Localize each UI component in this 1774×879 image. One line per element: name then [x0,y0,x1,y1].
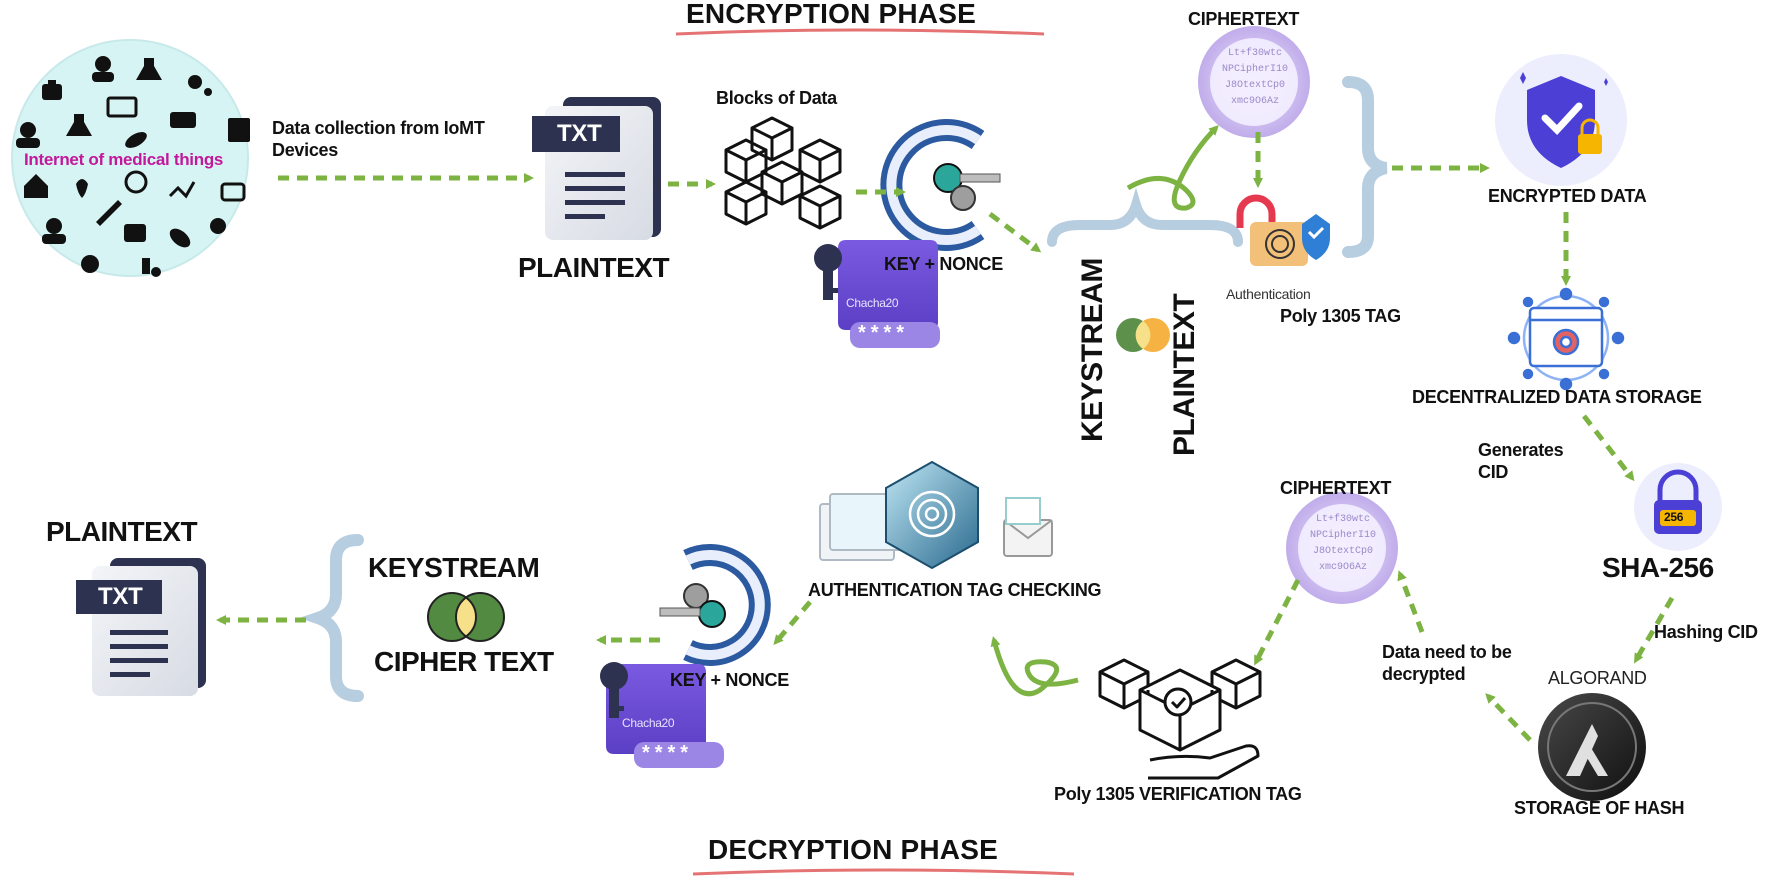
plaintext-label-decrypt: PLAINTEXT [46,516,198,547]
iomt-device-cluster [11,39,250,277]
cipher-lines-encrypt: Lt+f30wtc NPCipherI10 J8OtextCp0 xmc9O6A… [1214,46,1296,110]
stars-encrypt: * * * * [858,322,904,344]
encrypted-data-shield-icon [1495,54,1627,186]
stars-decrypt: * * * * [642,742,688,764]
ciphertext-label-encrypt: CIPHERTEXT [1188,9,1300,29]
decentralized-storage-icon [1507,287,1625,391]
key-nonce-label-encrypt: KEY + NONCE [884,254,1003,274]
encryption-keystream-brace [1047,187,1243,247]
need-decrypt-line2: decrypted [1382,664,1466,684]
algorand-coin-icon [1538,693,1646,801]
curl-arrow-to-ciphertext [1126,125,1219,211]
verification-tag-label: Poly 1305 VERIFICATION TAG [1054,784,1302,804]
arrow-ciphertext-to-verification [1253,578,1301,666]
collection-label-line2: Devices [272,140,338,160]
cipher-line: xmc9O6Az [1318,562,1367,573]
generates-cid-line1: Generates [1478,440,1564,460]
collection-label-line1: Data collection from IoMT [272,118,485,138]
sha-badge: 256 [1664,510,1684,524]
authentication-label: Authentication [1226,286,1311,302]
cipher-line: J8OtextCp0 [1224,80,1285,91]
txt-badge-decrypt: TXT [98,583,143,610]
encrypted-data-label: ENCRYPTED DATA [1488,186,1647,206]
iomt-circle-label: Internet of medical things [24,150,224,169]
cipher-text-label-decrypt: CIPHER TEXT [374,646,554,677]
decryption-phase-underline [692,868,1075,876]
keystream-vertical-label: KEYSTREAM [1076,258,1109,442]
encryption-xor-venn [1116,318,1170,352]
cipher-line: NPCipherI10 [1221,64,1288,75]
plaintext-document-icon [532,97,661,240]
poly-tag-label: Poly 1305 TAG [1280,306,1401,326]
sha256-lock-icon [1634,463,1722,551]
plaintext-label-encrypt: PLAINTEXT [518,252,670,283]
encryption-key-icon [880,119,1001,251]
ciphertext-label-decrypt: CIPHERTEXT [1280,478,1392,498]
chacha20-decryption-card [600,662,724,768]
hashing-cid-label: Hashing CID [1654,622,1758,642]
storage-of-hash-label: STORAGE OF HASH [1514,798,1685,818]
blocks-of-data-icon [724,116,842,230]
cipher-line: Lt+f30wtc [1315,514,1370,525]
chacha20-encryption-card [814,240,940,348]
decryption-keystream-brace [299,534,364,702]
need-decrypt-line1: Data need to be [1382,642,1512,662]
decryption-xor-venn [427,592,505,642]
cipher-line: xmc9O6Az [1230,96,1279,107]
auth-tag-check-icon [819,460,1053,570]
algorand-label: ALGORAND [1548,668,1647,688]
key-nonce-label-decrypt: KEY + NONCE [670,670,789,690]
ciphertext-bubble-encryption [1198,26,1310,138]
decryption-key-icon [659,544,771,666]
arrow-storage-to-sha [1582,414,1635,482]
encrypted-data-brace [1342,76,1388,258]
chacha20-label-encrypt: Chacha20 [846,296,899,310]
arrow-algorand-to-need [1485,693,1532,742]
ciphertext-bubble-decryption [1286,492,1398,604]
encryption-phase-underline [675,28,1045,36]
txt-badge-encrypt: TXT [557,120,602,147]
blocks-of-data-label: Blocks of Data [716,88,837,108]
decrypted-plaintext-document-icon [76,558,206,696]
curl-arrow-to-auth [990,636,1079,697]
encryption-phase-title: ENCRYPTION PHASE [686,0,976,29]
chacha20-label-decrypt: Chacha20 [622,716,675,730]
keystream-label-decrypt: KEYSTREAM [368,552,540,583]
authentication-lock-icon [1236,194,1330,266]
decryption-phase-title: DECRYPTION PHASE [708,834,998,865]
cipher-line: J8OtextCp0 [1312,546,1373,557]
cipher-line: Lt+f30wtc [1227,48,1282,59]
arrow-auth-to-key [773,600,812,646]
cipher-lines-decrypt: Lt+f30wtc NPCipherI10 J8OtextCp0 xmc9O6A… [1302,512,1384,576]
auth-tag-checking-label: AUTHENTICATION TAG CHECKING [808,580,1102,600]
verification-boxes-icon [1098,658,1262,780]
plaintext-vertical-label: PLAINTEXT [1168,293,1201,456]
arrow-key-to-keystream [988,212,1042,253]
sha-256-label: SHA-256 [1602,552,1714,583]
generates-cid-line2: CID [1478,462,1509,482]
arrow-sha-to-algorand [1633,596,1675,664]
decentralized-storage-label: DECENTRALIZED DATA STORAGE [1412,387,1702,407]
cipher-line: NPCipherI10 [1309,530,1376,541]
arrow-need-to-ciphertext [1397,570,1425,633]
